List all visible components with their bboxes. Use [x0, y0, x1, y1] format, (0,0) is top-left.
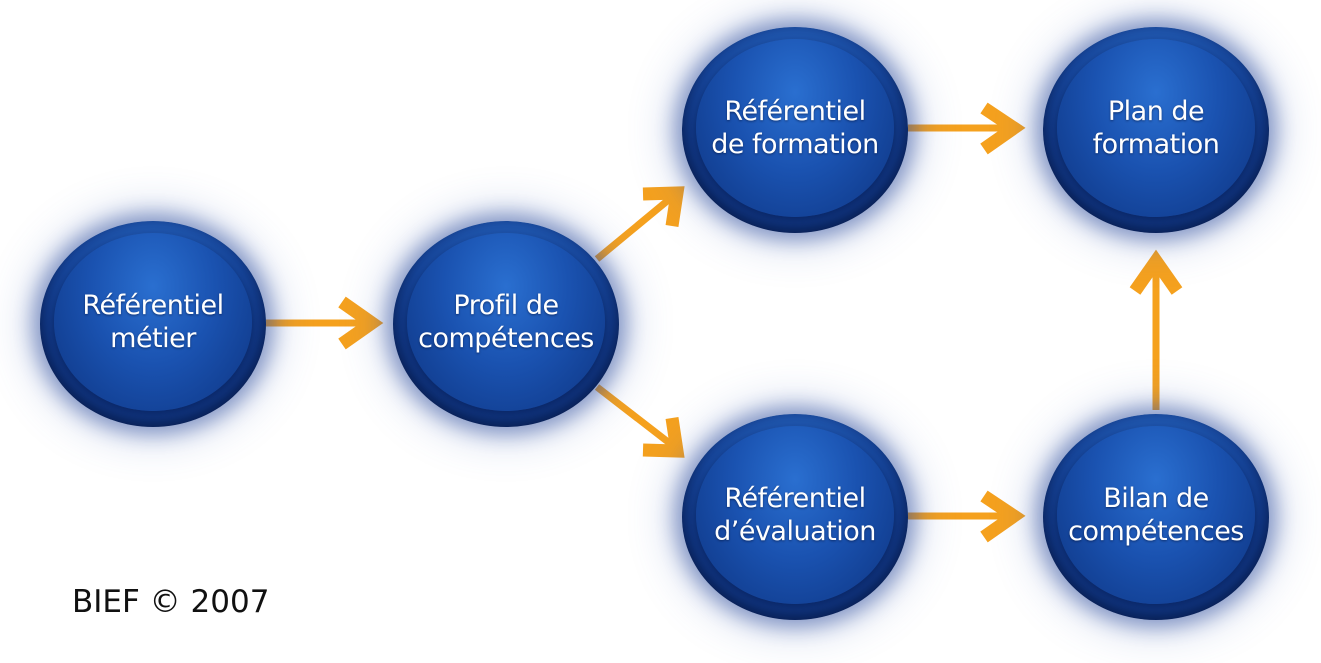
node-label: Plan de formation — [1092, 96, 1220, 160]
arrow-profil-to-evaluation — [594, 384, 685, 458]
node-referentiel-metier: Référentiel métier — [40, 221, 266, 427]
node-inner: Référentiel métier — [54, 233, 252, 411]
node-inner: Plan de formation — [1057, 39, 1255, 217]
node-referentiel-formation: Référentiel de formation — [682, 27, 908, 233]
node-plan-formation: Plan de formation — [1043, 27, 1269, 233]
node-inner: Bilan de compétences — [1057, 426, 1255, 604]
node-bilan-competences: Bilan de compétences — [1043, 414, 1269, 620]
node-inner: Référentiel d’évaluation — [696, 426, 894, 604]
node-label: Bilan de compétences — [1068, 483, 1244, 547]
arrow-evaluation-to-bilan — [908, 490, 1026, 543]
copyright-notice: BIEF © 2007 — [72, 584, 270, 620]
arrow-profil-to-formation — [594, 186, 685, 262]
node-inner: Profil de compétences — [407, 233, 605, 411]
node-label: Référentiel de formation — [711, 96, 879, 160]
node-referentiel-evaluation: Référentiel d’évaluation — [682, 414, 908, 620]
arrow-formation-to-plan — [908, 102, 1026, 155]
node-label: Référentiel métier — [82, 290, 224, 354]
node-inner: Référentiel de formation — [696, 39, 894, 217]
node-label: Profil de compétences — [418, 290, 594, 354]
arrow-bilan-to-plan — [1129, 249, 1183, 410]
node-profil-competences: Profil de compétences — [393, 221, 619, 427]
node-label: Référentiel d’évaluation — [714, 483, 876, 547]
arrow-metier-to-profil — [266, 296, 384, 350]
